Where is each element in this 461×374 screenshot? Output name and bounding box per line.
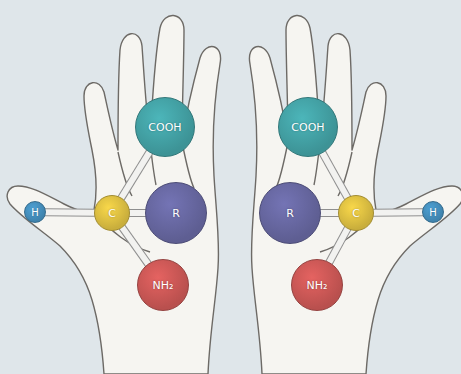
bond-stick — [121, 152, 150, 199]
hydrogen-atom: H — [24, 201, 46, 223]
bond-fill — [322, 152, 348, 198]
bond-fill — [45, 209, 95, 216]
atom-label: COOH — [148, 121, 181, 134]
bond-stick — [373, 212, 423, 214]
bond-stick — [320, 213, 339, 214]
left-hand — [7, 15, 220, 374]
bond-outline — [129, 209, 146, 217]
bond-stick — [45, 212, 95, 214]
atom-label: H — [31, 207, 39, 218]
atom-label: R — [286, 207, 294, 220]
atom-label: NH₂ — [153, 279, 174, 292]
carboxyl-atom: COOH — [135, 97, 195, 157]
bond-fill — [373, 209, 423, 216]
bond-outline — [322, 152, 348, 198]
right-hand — [249, 15, 461, 374]
carbon-atom: C — [94, 195, 130, 231]
atom-label: C — [352, 207, 360, 220]
bond-fill — [122, 227, 149, 265]
r-group-atom: R — [259, 182, 321, 244]
bond-fill — [320, 210, 339, 216]
bond-stick — [122, 227, 149, 265]
r-group-atom: R — [145, 182, 207, 244]
bond-fill — [129, 210, 146, 216]
atom-label: R — [172, 207, 180, 220]
bond-outline — [121, 152, 150, 199]
bond-fill — [121, 152, 150, 199]
bond-outline — [373, 208, 423, 217]
bond-outline — [320, 209, 339, 217]
atom-label: C — [108, 207, 116, 220]
bond-outline — [45, 208, 95, 217]
bond-outline — [122, 227, 149, 265]
atom-label: COOH — [291, 121, 324, 134]
hydrogen-atom: H — [422, 201, 444, 223]
bond-stick — [129, 213, 146, 214]
amino-atom: NH₂ — [291, 259, 343, 311]
atom-label: NH₂ — [307, 279, 328, 292]
bond-stick — [329, 228, 348, 263]
carboxyl-atom: COOH — [278, 97, 338, 157]
bond-fill — [329, 228, 348, 263]
bond-outline — [329, 228, 348, 263]
atom-label: H — [429, 207, 437, 218]
amino-atom: NH₂ — [137, 259, 189, 311]
bond-stick — [322, 152, 348, 198]
carbon-atom: C — [338, 195, 374, 231]
